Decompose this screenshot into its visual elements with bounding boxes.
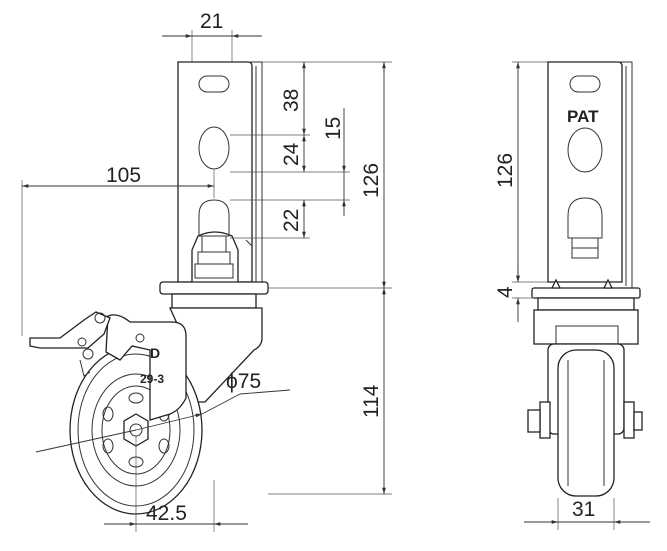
brake-housing: D 29-3 (29, 311, 187, 421)
dim-21-label: 21 (200, 10, 223, 33)
side-wheel (527, 343, 643, 497)
dim-31-label: 31 (572, 498, 595, 521)
brand-mark: D (150, 345, 160, 361)
pat-label: PAT (567, 107, 599, 126)
mounting-bracket (177, 61, 263, 289)
dim-4-label: 4 (494, 286, 517, 298)
dim-126-front-label: 126 (360, 163, 383, 198)
swivel-plate (159, 281, 269, 403)
dim-126-side-label: 126 (494, 153, 517, 188)
front-dimensions: 21 38 24 22 15 126 114 (21, 10, 392, 532)
side-dimensions: 126 4 31 (494, 61, 650, 530)
side-bracket: PAT (547, 61, 633, 289)
dim-42-5-label: 42.5 (146, 502, 187, 525)
dim-22-label: 22 (280, 209, 303, 232)
front-view: D 29-3 21 38 24 22 (21, 10, 392, 532)
dim-wheel-diameter-label: ϕ75 (226, 370, 261, 393)
side-view: PAT 126 (494, 61, 650, 530)
side-swivel (531, 278, 641, 347)
dim-24-label: 24 (280, 142, 303, 166)
dim-114-label: 114 (360, 384, 383, 418)
dim-38-label: 38 (280, 89, 303, 112)
dim-105-label: 105 (106, 164, 141, 187)
dim-15-label: 15 (322, 117, 345, 140)
model-label: 29-3 (140, 372, 164, 386)
